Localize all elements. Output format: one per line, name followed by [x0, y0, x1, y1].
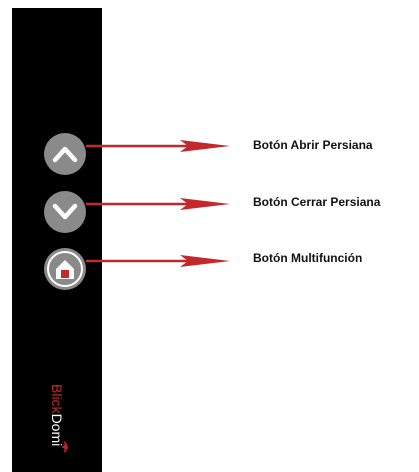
arrow-multi: [86, 255, 230, 267]
chevron-up-icon: [52, 146, 78, 163]
home-icon: [47, 251, 83, 287]
chevron-down-icon: [52, 203, 78, 220]
multifunction-button[interactable]: [44, 248, 86, 290]
arrow-close: [86, 198, 230, 210]
open-blind-label: Botón Abrir Persiana: [253, 138, 373, 152]
blind-controller-device: BlickDomi: [12, 8, 102, 472]
close-blind-button[interactable]: [44, 191, 86, 233]
brand-name-part-a: Blick: [49, 384, 65, 414]
brand-wordmark: BlickDomi: [49, 384, 65, 446]
open-blind-button[interactable]: [44, 133, 86, 175]
multifunction-label: Botón Multifunción: [253, 251, 363, 265]
close-blind-label: Botón Cerrar Persiana: [253, 195, 381, 209]
arrow-open: [86, 140, 230, 152]
wifi-signal-icon: [62, 441, 68, 453]
